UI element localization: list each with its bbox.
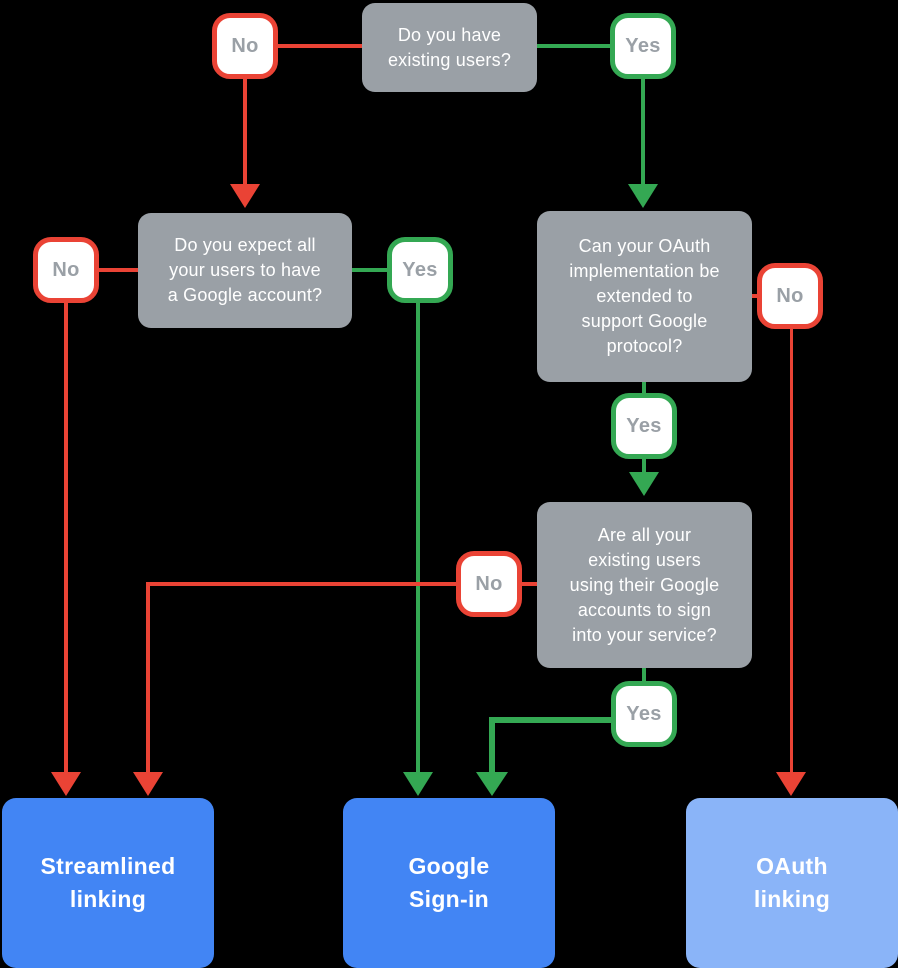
edge-all-google-signin-to-no xyxy=(522,582,538,586)
arrow-down-icon xyxy=(133,772,163,796)
question-existing-users: Do you have existing users? xyxy=(362,3,537,92)
arrow-down-icon xyxy=(776,772,806,796)
arrow-down-icon xyxy=(403,772,433,796)
arrow-down-icon xyxy=(628,184,658,208)
edge-all-google-signin-to-yes xyxy=(642,666,646,682)
edge-google-account-to-no xyxy=(96,268,138,272)
question-oauth-extend: Can your OAuth implementation be extende… xyxy=(537,211,752,382)
edge-yes-to-all-google-signin xyxy=(642,458,646,474)
edge-no-to-streamlined-linking-horizontal xyxy=(146,582,458,586)
answer-no-all-google-signin: No xyxy=(456,551,522,617)
answer-no-oauth-extend: No xyxy=(757,263,823,329)
edge-existing-users-to-yes xyxy=(537,44,610,48)
edge-no-to-streamlined-linking xyxy=(64,301,68,774)
outcome-google-signin: Google Sign-in xyxy=(343,798,555,968)
question-google-account: Do you expect all your users to have a G… xyxy=(138,213,352,328)
edge-oauth-extend-to-yes xyxy=(642,382,646,395)
edge-yes-to-oauth-extend xyxy=(641,76,645,188)
arrow-down-icon xyxy=(629,472,659,496)
edge-google-account-to-yes xyxy=(352,268,387,272)
answer-yes-existing-users: Yes xyxy=(610,13,676,79)
answer-no-google-account: No xyxy=(33,237,99,303)
edge-no-to-streamlined-linking-vertical xyxy=(146,582,150,774)
edge-existing-users-to-no xyxy=(278,44,362,48)
edge-no-to-google-account xyxy=(243,76,247,188)
answer-yes-google-account: Yes xyxy=(387,237,453,303)
arrow-down-icon xyxy=(230,184,260,208)
outcome-streamlined-linking: Streamlined linking xyxy=(2,798,214,968)
edge-yes-to-google-signin xyxy=(416,301,420,774)
answer-yes-all-google-signin: Yes xyxy=(611,681,677,747)
arrow-down-icon xyxy=(51,772,81,796)
edge-no-to-oauth-linking xyxy=(790,328,793,774)
arrow-down-icon xyxy=(476,772,508,796)
edge-yes-to-google-signin-vertical xyxy=(489,717,495,774)
edge-yes-to-google-signin-horizontal xyxy=(489,717,612,723)
answer-yes-oauth-extend: Yes xyxy=(611,393,677,459)
answer-no-existing-users: No xyxy=(212,13,278,79)
outcome-oauth-linking: OAuth linking xyxy=(686,798,898,968)
question-all-google-signin: Are all your existing users using their … xyxy=(537,502,752,668)
edge-oauth-extend-to-no xyxy=(748,294,760,298)
